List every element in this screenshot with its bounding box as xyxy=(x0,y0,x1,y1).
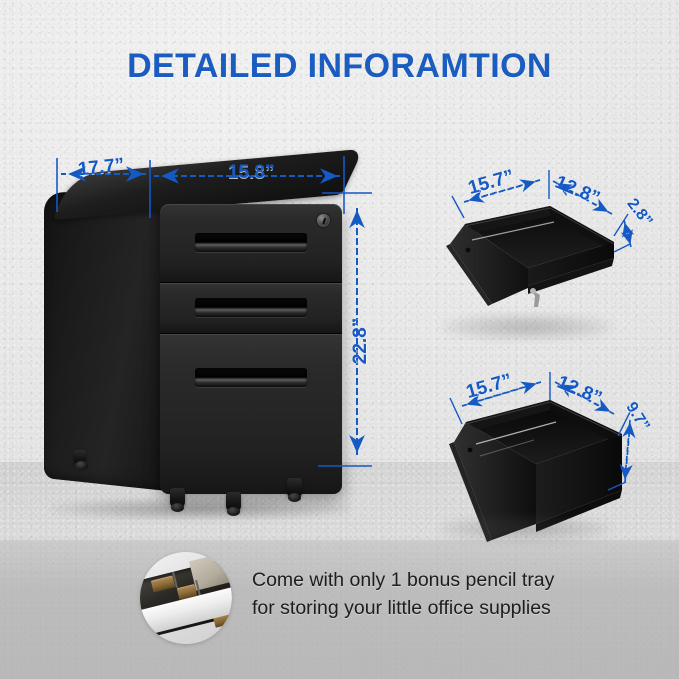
drawer-handle-2 xyxy=(194,298,308,317)
caption-line-1: Come with only 1 bonus pencil tray xyxy=(252,569,555,591)
cabinet-drawer-3 xyxy=(160,334,342,494)
caster-front-right xyxy=(226,492,241,516)
caster-front-left xyxy=(170,488,185,512)
caption-line-2: for storing your little office supplies xyxy=(252,597,551,620)
shallow-drawer-svg xyxy=(446,206,615,307)
cabinet-height-label: 22.8” xyxy=(350,317,372,365)
caption-background-band xyxy=(0,540,679,679)
cabinet-ground-shadow xyxy=(50,498,350,520)
shallow-drawer-length-label: 15.7” xyxy=(465,166,517,200)
cabinet-illustration xyxy=(44,148,364,520)
cabinet-width-label: 15.8” xyxy=(228,162,275,183)
lock-icon xyxy=(317,214,330,227)
cabinet-front-face xyxy=(160,204,342,494)
cabinet-drawer-2 xyxy=(160,283,342,334)
deep-drawer-shadow xyxy=(440,516,610,542)
shallow-drawer-illustration xyxy=(432,196,632,346)
caster-rear-right xyxy=(287,478,302,502)
deep-drawer-svg xyxy=(449,400,623,542)
cabinet-side-panel xyxy=(44,190,172,492)
drawer-handle-3 xyxy=(194,368,308,387)
cabinet-drawer-1 xyxy=(160,204,342,283)
page-title: DETAILED INFORAMTION xyxy=(127,47,552,85)
deep-drawer-illustration xyxy=(430,378,640,543)
pencil-tray-caption: Come with only 1 bonus pencil tray for s… xyxy=(252,566,592,623)
drawer-handle-1 xyxy=(194,233,308,252)
caster-rear-left xyxy=(74,450,88,470)
pencil-tray-photo xyxy=(140,552,232,644)
shallow-drawer-shadow xyxy=(442,314,612,340)
